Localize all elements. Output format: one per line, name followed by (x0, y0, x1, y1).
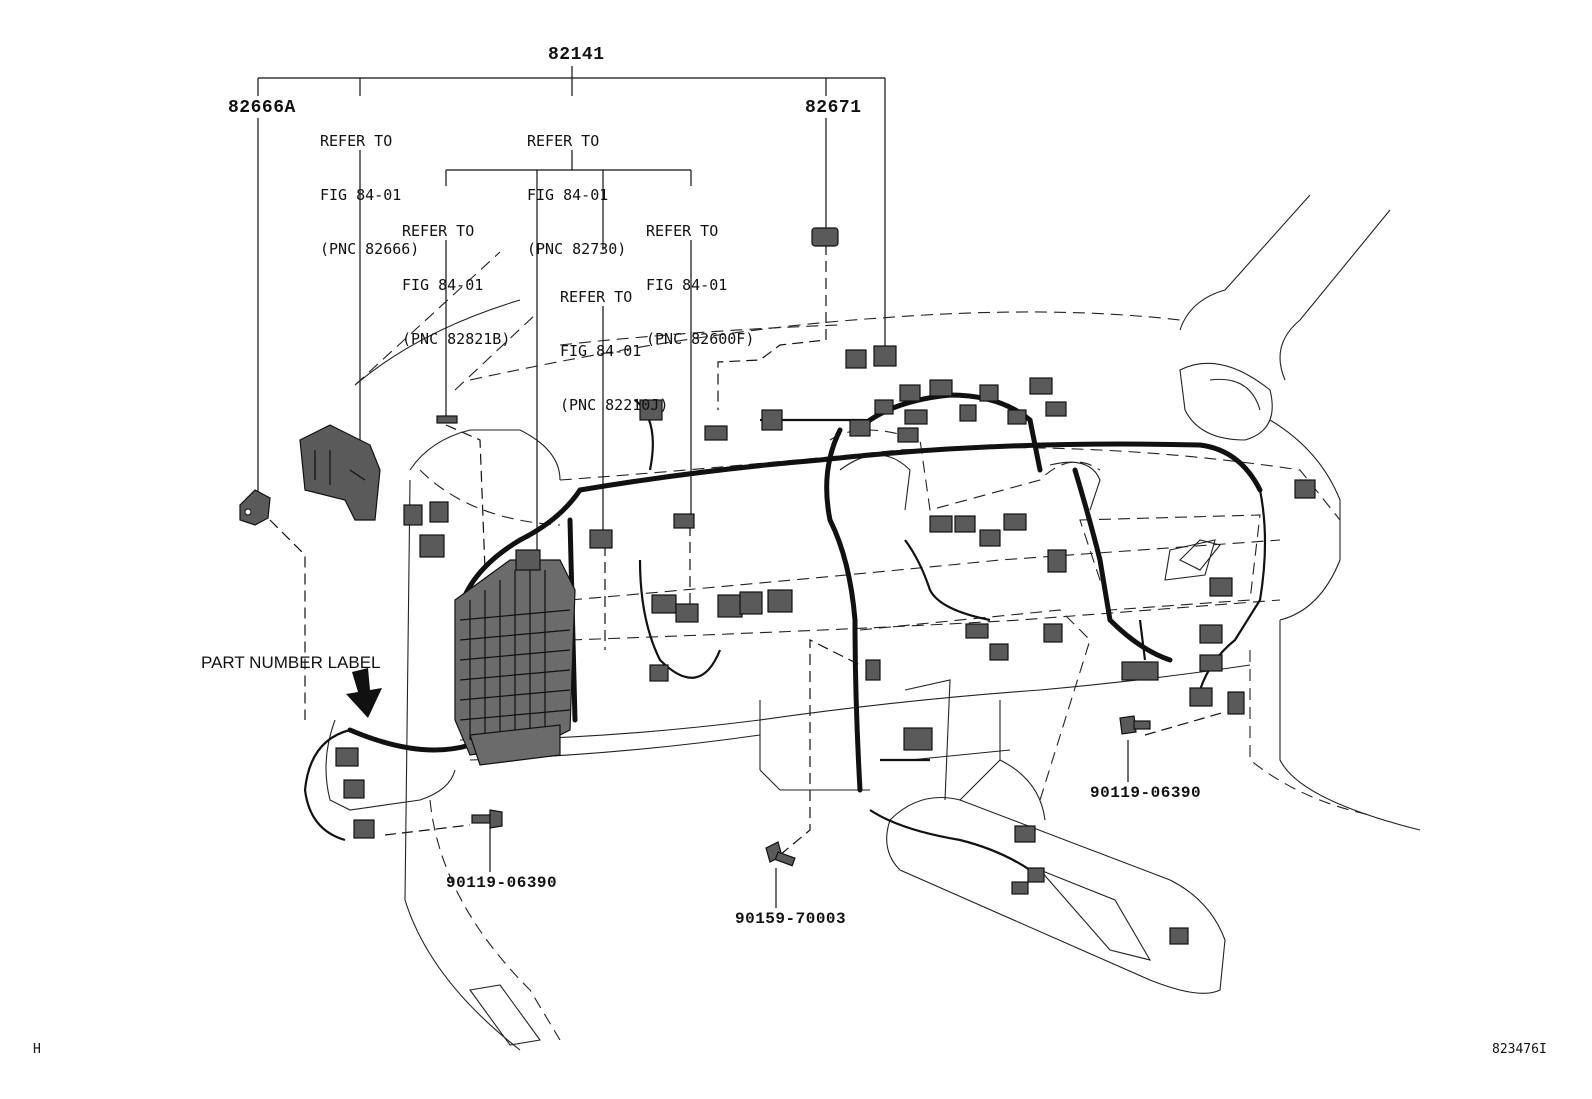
bolt-right-part-number: 90119-06390 (1090, 784, 1202, 802)
reference-line: REFER TO (320, 132, 393, 150)
reference-line: (PNC 82821B) (402, 330, 511, 348)
reference-line: FIG 84-01 (320, 186, 402, 204)
reference-line: FIG 84-01 (402, 276, 484, 294)
clamp-part-number: 82666A (228, 98, 296, 118)
bracket-82666 (299, 424, 381, 521)
connectors (335, 227, 1316, 945)
main-harness (303, 392, 1267, 871)
illustration-id: 823476I (1492, 1042, 1547, 1057)
reference-line: (PNC 82210J) (560, 396, 669, 414)
reference-82821B: REFER TO FIG 84-01 (PNC 82821B) (402, 186, 510, 366)
connector-part-number: 82671 (805, 98, 862, 118)
reference-line: FIG 84-01 (527, 186, 609, 204)
bolt-left-part-number: 90119-06390 (446, 874, 558, 892)
reference-line: REFER TO (527, 132, 600, 150)
corner-code: H (33, 1042, 41, 1057)
junction-block (454, 559, 576, 766)
bolt-90119-left (471, 809, 503, 829)
bolt-90159 (765, 841, 796, 867)
leader-lines (257, 66, 1129, 908)
reference-line: REFER TO (646, 222, 719, 240)
part-number-label-text: PART NUMBER LABEL (201, 653, 381, 672)
harness-part-number: 82141 (548, 45, 605, 65)
bolt-90119-right (1119, 715, 1151, 735)
clamp-82666A (239, 489, 271, 526)
reference-line: (PNC 82730) (527, 240, 627, 258)
reference-line: REFER TO (560, 288, 633, 306)
reference-82600F: REFER TO FIG 84-01 (PNC 82600F) (646, 186, 754, 366)
bolt-center-part-number: 90159-70003 (735, 910, 847, 928)
reference-82730: REFER TO FIG 84-01 (PNC 82730) (527, 96, 626, 276)
reference-line: FIG 84-01 (646, 276, 728, 294)
reference-line: FIG 84-01 (560, 342, 642, 360)
part-number-label-arrow (346, 668, 382, 718)
reference-line: (PNC 82666) (320, 240, 420, 258)
location-dash-lines (269, 244, 1226, 856)
reference-82210J: REFER TO FIG 84-01 (PNC 82210J) (560, 252, 668, 432)
reference-line: (PNC 82600F) (646, 330, 755, 348)
reference-82666: REFER TO FIG 84-01 (PNC 82666) (320, 96, 419, 276)
reference-line: REFER TO (402, 222, 475, 240)
